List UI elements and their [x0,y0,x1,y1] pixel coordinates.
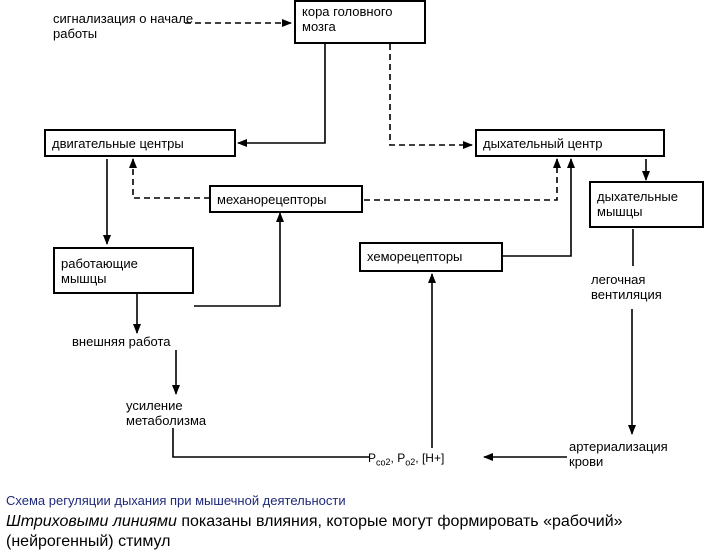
figure-caption: Схема регуляции дыхания при мышечной дея… [6,493,346,508]
external-work-label: внешняя работа [72,334,171,349]
blood-gases-label: Pco2, Po2, [H+] [368,451,445,468]
arrow-cortex-to-respiratory [389,44,473,149]
connection-lines [103,19,650,461]
pulmonary-ventilation-label: легочная вентиляция [591,272,662,302]
footnote: Штриховыми линиями показаны влияния, кот… [6,512,718,552]
respiratory-muscles-node: дыхательные мышцы [589,181,704,228]
metabolism-label: усиление метаболизма [126,398,207,428]
respiratory-center-node: дыхательный центр [475,129,665,157]
arrow-cortex-to-motor [237,44,326,147]
footnote-emphasis: Штриховыми линиями [6,513,177,530]
cortex-node: кора головного мозга [294,0,426,44]
start-signal-label: сигнализация о начале работы [53,11,194,41]
chemoreceptors-node: хеморецепторы [359,242,503,272]
arrow-mechano-to-motor [129,158,210,199]
arrow-chemo-to-respiratory [503,158,575,257]
motor-centers-node: двигательные центры [44,129,236,157]
arrow-mechano-to-respiratory [364,158,561,201]
arrow-muscles-to-mechano [194,212,284,307]
mechanoreceptors-node: механорецепторы [209,185,363,213]
working-muscles-node: работающие мышцы [53,247,194,294]
arrow-metabolism-to-gases [172,428,370,458]
arterialization-label: артериализация крови [569,439,668,469]
